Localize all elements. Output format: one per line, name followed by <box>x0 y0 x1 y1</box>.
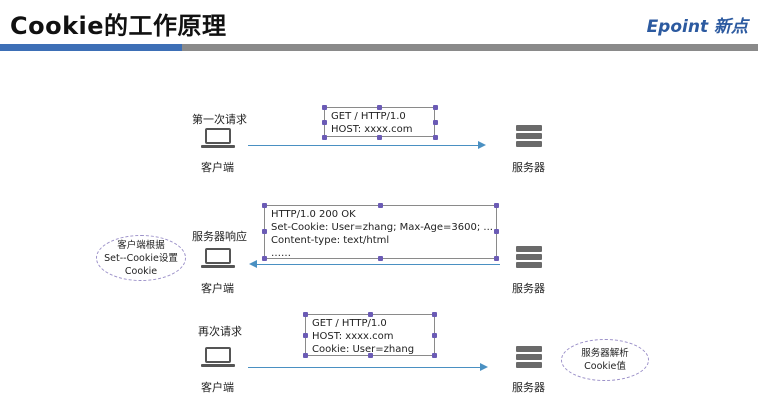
box-handle <box>377 105 382 110</box>
message-line: HTTP/1.0 200 OK <box>271 209 356 220</box>
row3-server-label: 服务器 <box>512 381 545 394</box>
box-handle <box>368 312 373 317</box>
box-handle <box>303 333 308 338</box>
box-handle <box>432 312 437 317</box>
header-divider-accent <box>0 44 182 51</box>
row1-message-box: GET / HTTP/1.0 HOST: xxxx.com <box>324 107 435 137</box>
row3-label: 再次请求 <box>198 325 242 338</box>
row2-client-label: 客户端 <box>201 282 234 295</box>
row2-server-label: 服务器 <box>512 282 545 295</box>
arrow-head-left <box>249 260 257 268</box>
box-handle <box>303 312 308 317</box>
box-handle <box>494 256 499 261</box>
laptop-icon <box>201 128 235 148</box>
message-line: Cookie: User=zhang <box>312 344 415 355</box>
box-handle <box>494 229 499 234</box>
box-handle <box>322 105 327 110</box>
message-line: Set-Cookie: User=zhang; Max-Age=3600; ..… <box>271 222 493 233</box>
arrow-head-right <box>478 141 486 149</box>
box-handle <box>262 256 267 261</box>
note-line: 客户端根据 <box>117 239 165 251</box>
box-handle <box>303 353 308 358</box>
note-line: Cookie <box>124 265 158 277</box>
box-handle <box>322 135 327 140</box>
row1-server-label: 服务器 <box>512 161 545 174</box>
box-handle <box>378 203 383 208</box>
message-line: GET / HTTP/1.0 <box>331 111 406 122</box>
server-icon <box>516 346 542 370</box>
box-handle <box>262 203 267 208</box>
laptop-icon <box>201 248 235 268</box>
note-line: Cookie值 <box>584 361 626 372</box>
box-handle <box>433 135 438 140</box>
box-handle <box>432 353 437 358</box>
server-icon <box>516 246 542 270</box>
response-arrow <box>257 264 500 265</box>
page-title: Cookie的工作原理 <box>10 12 227 40</box>
row3-message-box: GET / HTTP/1.0 HOST: xxxx.com Cookie: Us… <box>305 314 435 356</box>
arrow-head-right <box>480 363 488 371</box>
client-cookie-note: 客户端根据 Set--Cookie设置 Cookie <box>96 235 186 281</box>
box-handle <box>433 105 438 110</box>
server-parse-note: 服务器解析 Cookie值 <box>561 339 649 381</box>
box-handle <box>377 135 382 140</box>
message-line: HOST: xxxx.com <box>312 331 394 342</box>
box-handle <box>262 229 267 234</box>
header-divider <box>0 44 758 51</box>
box-handle <box>433 120 438 125</box>
server-icon <box>516 125 542 149</box>
box-handle <box>378 256 383 261</box>
request-arrow <box>248 145 479 146</box>
second-request-arrow <box>248 367 481 368</box>
box-handle <box>494 203 499 208</box>
row3-client-label: 客户端 <box>201 381 234 394</box>
laptop-icon <box>201 347 235 367</box>
box-handle <box>322 120 327 125</box>
brand-logo: Epoint 新点 <box>646 17 748 37</box>
message-line: GET / HTTP/1.0 <box>312 318 387 329</box>
row1-label: 第一次请求 <box>192 113 247 126</box>
row2-label: 服务器响应 <box>192 230 247 243</box>
box-handle <box>432 333 437 338</box>
row2-message-box: HTTP/1.0 200 OK Set-Cookie: User=zhang; … <box>264 205 497 259</box>
box-handle <box>368 353 373 358</box>
message-line: HOST: xxxx.com <box>331 124 413 135</box>
message-line: Content-type: text/html <box>271 235 390 246</box>
row1-client-label: 客户端 <box>201 161 234 174</box>
note-line: Set--Cookie设置 <box>104 252 178 264</box>
message-line: …… <box>271 248 291 259</box>
note-line: 服务器解析 <box>581 348 629 359</box>
